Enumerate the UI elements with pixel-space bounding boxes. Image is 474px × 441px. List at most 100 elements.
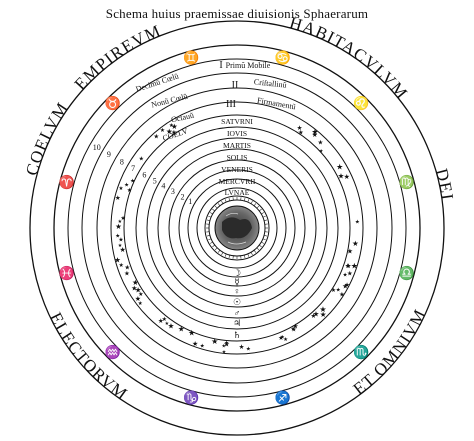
star: ★ (355, 218, 360, 225)
zodiac-divider (60, 180, 74, 185)
firmament-stars: ★★★★★★★★★★★★★★★★★★★★★★★★★★★★★★★★★★★★★★★★… (114, 122, 360, 356)
star: ★ (118, 243, 123, 249)
star: ★ (224, 339, 229, 346)
zodiac-sign: ♉ (104, 96, 120, 111)
sphere-ring (146, 137, 328, 319)
zodiac-sign: ♑ (183, 390, 199, 405)
planet-symbol: ♂ (234, 308, 241, 318)
star: ★ (120, 246, 126, 254)
star: ★ (118, 237, 124, 244)
zodiac-sign: ♌ (353, 96, 369, 111)
star: ★ (224, 340, 230, 348)
star: ★ (312, 131, 318, 139)
star: ★ (352, 239, 359, 248)
empyrean-inner-circle (53, 44, 421, 412)
zodiac-divider (400, 271, 414, 276)
zodiac-divider (400, 180, 414, 185)
sphere-ring (187, 178, 287, 278)
ring-number: 7 (131, 164, 135, 173)
label-solis: SOLIS (227, 153, 248, 162)
star: ★ (127, 187, 132, 194)
label-decimum-coelum: Decimũ Cœlũ (135, 71, 180, 93)
star: ★ (115, 194, 121, 202)
star: ★ (192, 340, 198, 348)
star: ★ (291, 326, 296, 332)
star: ★ (178, 325, 185, 334)
star: ★ (345, 262, 351, 270)
outer-word-top-4: DEI (432, 167, 457, 203)
roman-numeral-2: II (232, 80, 239, 91)
star: ★ (292, 322, 298, 330)
label-cristallinum: Criſtallinũ (253, 77, 287, 89)
star: ★ (346, 263, 352, 270)
zodiac-divider (280, 391, 285, 405)
star: ★ (339, 292, 345, 299)
ring-number: 2 (180, 193, 184, 202)
star: ★ (130, 178, 135, 185)
star: ★ (169, 122, 174, 129)
star: ★ (347, 247, 353, 255)
star: ★ (239, 343, 245, 351)
zodiac-divider (107, 98, 118, 109)
star: ★ (344, 173, 350, 181)
planet-symbol: ♄ (233, 330, 241, 340)
star: ★ (153, 134, 159, 141)
star: ★ (317, 139, 323, 146)
page-title: Schema huius praemissae diuisionis Sphae… (105, 6, 369, 21)
zodiac-divider (107, 347, 118, 358)
star: ★ (171, 129, 177, 137)
star: ★ (158, 318, 164, 325)
planet-symbol: ♀ (234, 286, 241, 296)
ring-number: 10 (93, 143, 101, 152)
earth-center (206, 197, 268, 259)
zodiac-divider (280, 51, 285, 65)
zodiac-divider (356, 347, 367, 358)
star: ★ (331, 287, 337, 294)
star: ★ (291, 326, 297, 334)
zodiac-sign: ♒ (104, 344, 120, 359)
zodiac-sign: ♏ (353, 344, 369, 359)
star: ★ (283, 336, 288, 343)
star: ★ (320, 310, 327, 319)
earth-landmass (222, 217, 252, 239)
planet-symbol: ♃ (233, 318, 241, 328)
roman-numeral-3: III (226, 99, 236, 110)
zodiac-dividers (60, 51, 414, 405)
star: ★ (135, 295, 141, 303)
zodiac-sign: ♍ (399, 174, 415, 189)
star: ★ (165, 321, 170, 327)
star: ★ (297, 125, 303, 132)
star: ★ (118, 219, 123, 225)
planet-labels: SATVRNI IOVIS MARTIS SOLIS VENERIS MERCV… (219, 117, 256, 197)
star: ★ (347, 271, 353, 278)
sphere-ring (96, 87, 378, 369)
zodiac-sign: ♊ (183, 50, 199, 65)
zodiac-sign: ♋ (274, 50, 290, 65)
star: ★ (336, 163, 343, 172)
ring-number: 4 (161, 182, 165, 191)
planet-symbol: ☉ (233, 297, 241, 307)
label-primum-mobile: Primũ Mobile (226, 61, 271, 70)
label-veneris: VENERIS (221, 165, 253, 174)
zodiac-divider (60, 271, 74, 276)
zodiac-sign: ♎ (399, 266, 415, 281)
zodiac-sign: ♐ (274, 390, 290, 405)
star: ★ (160, 127, 165, 134)
ring-number: 5 (153, 177, 157, 186)
star: ★ (222, 349, 227, 355)
star: ★ (131, 285, 137, 293)
star: ★ (311, 127, 318, 136)
ring-number: 3 (171, 187, 175, 196)
planet-symbol: ☽ (233, 268, 241, 278)
star: ★ (313, 309, 320, 318)
label-iouis: IOVIS (227, 129, 247, 138)
star: ★ (168, 322, 175, 331)
zodiac-sign: ♈ (59, 174, 75, 189)
sphere-ring (67, 58, 407, 398)
star: ★ (221, 343, 226, 349)
sphere-ring (178, 169, 296, 287)
star: ★ (120, 215, 126, 222)
sphere-ring (123, 114, 351, 342)
star: ★ (200, 343, 205, 349)
